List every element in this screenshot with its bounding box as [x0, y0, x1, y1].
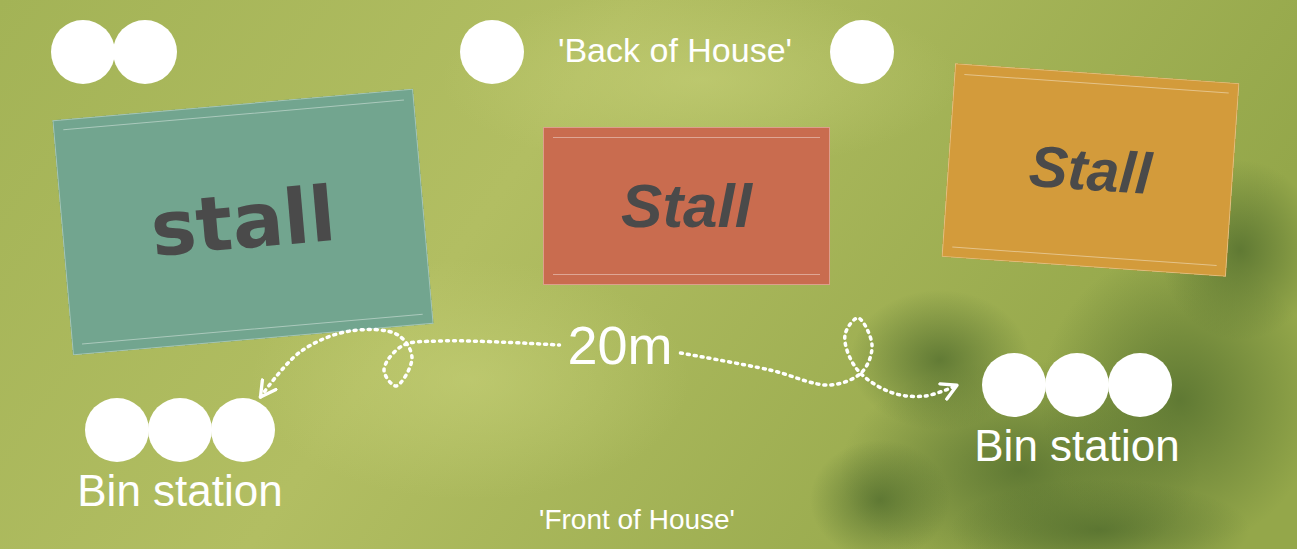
- stall-box: Stall: [543, 127, 830, 285]
- bin-label: Bin station: [77, 469, 282, 513]
- bin-label: Bin station: [974, 424, 1179, 468]
- stall-label: Stall: [621, 175, 752, 237]
- bin-circle: [148, 398, 212, 462]
- bin-station: Bin station: [65, 397, 295, 527]
- bin-circle: [1045, 353, 1109, 417]
- bin-circle: [51, 20, 894, 84]
- distance-arrow: [261, 318, 958, 397]
- bin-circles: [84, 397, 276, 463]
- distance-label: 20m: [567, 318, 672, 372]
- stall-box: Stall: [942, 63, 1240, 276]
- bin-circle: [211, 398, 275, 462]
- stall-box: stall: [52, 89, 433, 356]
- bin-circle: [982, 353, 1046, 417]
- bin-circle: [85, 398, 149, 462]
- stall-label: stall: [148, 176, 339, 268]
- area-label: 'Front of House': [539, 506, 735, 534]
- bin-circle: [1108, 353, 1172, 417]
- stall-label: Stall: [1027, 137, 1153, 203]
- area-label: 'Back of House': [558, 33, 792, 67]
- bin-circles: [981, 352, 1173, 418]
- bin-station: Bin station: [957, 352, 1197, 480]
